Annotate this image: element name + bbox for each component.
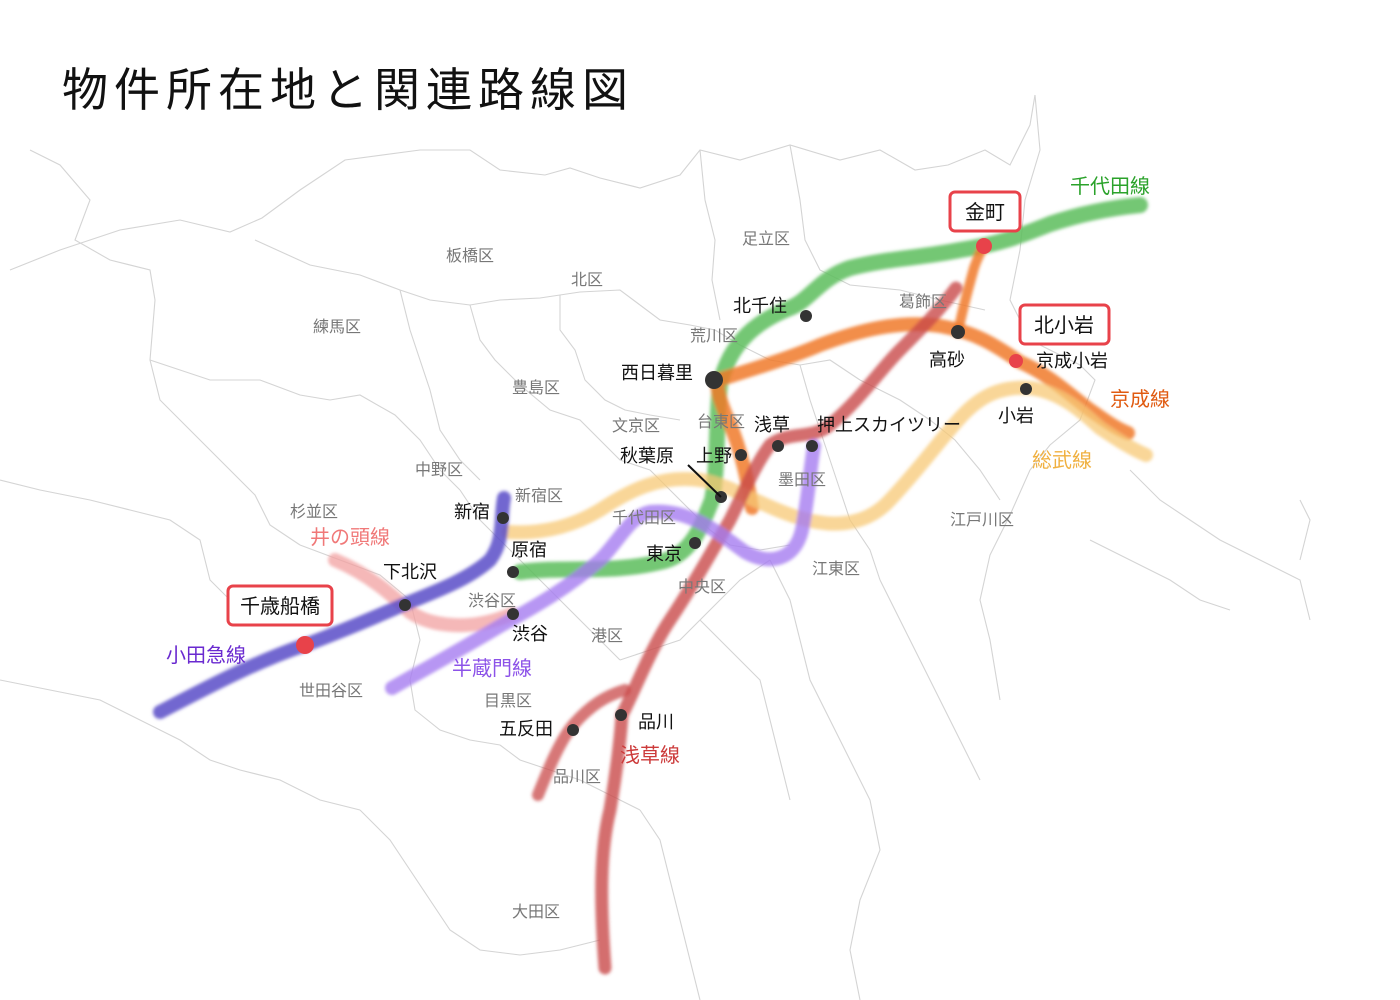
chitosefunabashi-label: 千歳船橋 bbox=[240, 594, 320, 618]
ward-shinagawa: 品川区 bbox=[553, 767, 601, 786]
ward-setagaya: 世田谷区 bbox=[299, 681, 363, 700]
chiyoda-line bbox=[512, 197, 1148, 580]
kanamachi-label: 金町 bbox=[965, 200, 1005, 224]
kanamachi-marker bbox=[976, 238, 992, 254]
station-shibuya: 渋谷 bbox=[512, 624, 548, 645]
rail-lines bbox=[153, 197, 1153, 975]
map-title: 物件所在地と関連路線図 bbox=[62, 63, 634, 117]
odakyu-line-label: 小田急線 bbox=[166, 643, 246, 667]
ward-nakano: 中野区 bbox=[415, 460, 463, 479]
station-labels: 北千住 西日暮里 高砂 京成小岩 小岩 浅草 押上スカイツリー 秋葉原 上野 新… bbox=[383, 296, 1108, 740]
ward-chiyoda: 千代田区 bbox=[612, 508, 676, 527]
hanzomon-line-label: 半蔵門線 bbox=[452, 656, 532, 680]
station-dot-shimokitazawa bbox=[399, 599, 411, 611]
ward-arakawa: 荒川区 bbox=[690, 326, 738, 345]
ward-kita: 北区 bbox=[571, 270, 603, 289]
station-kitasenju: 北千住 bbox=[733, 296, 787, 317]
ward-shinjuku: 新宿区 bbox=[515, 486, 563, 505]
hanzomon-line bbox=[385, 439, 821, 695]
ward-suginami: 杉並区 bbox=[290, 502, 338, 521]
station-shinjuku: 新宿 bbox=[454, 502, 490, 523]
sobu-line-label: 総武線 bbox=[1032, 448, 1092, 472]
station-ueno: 上野 bbox=[696, 446, 732, 467]
station-gotanda: 五反田 bbox=[499, 719, 553, 740]
ward-taito: 台東区 bbox=[697, 412, 745, 431]
station-dot-kitasenju bbox=[800, 310, 812, 322]
ward-shibuya: 渋谷区 bbox=[468, 591, 516, 610]
keisei-line-label: 京成線 bbox=[1110, 387, 1170, 411]
ward-koto: 江東区 bbox=[812, 559, 860, 578]
ward-meguro: 目黒区 bbox=[484, 691, 532, 710]
ward-bunkyo: 文京区 bbox=[612, 416, 660, 435]
inokashira-line bbox=[328, 553, 519, 633]
station-akihabara: 秋葉原 bbox=[620, 446, 674, 467]
station-dot-takasago bbox=[951, 325, 965, 339]
ward-chuo: 中央区 bbox=[678, 577, 726, 596]
asakusa-line bbox=[595, 281, 963, 975]
kitakoiwa-label: 北小岩 bbox=[1034, 313, 1094, 337]
keisei-line bbox=[710, 317, 1135, 515]
station-harajuku: 原宿 bbox=[511, 540, 547, 561]
station-dot-koiwa bbox=[1020, 383, 1032, 395]
ward-toshima: 豊島区 bbox=[512, 378, 560, 397]
station-tokyo: 東京 bbox=[646, 544, 682, 565]
ward-edogawa: 江戸川区 bbox=[950, 510, 1014, 529]
ward-ota: 大田区 bbox=[512, 902, 560, 921]
odakyu-line bbox=[153, 491, 511, 719]
chitosefunabashi-box bbox=[226, 584, 334, 627]
property-station-labels: 金町 北小岩 千歳船橋 bbox=[226, 190, 1111, 627]
station-dot-shinjuku bbox=[497, 512, 509, 524]
ward-itabashi: 板橋区 bbox=[446, 246, 494, 265]
ward-labels: 足立区 板橋区 北区 練馬区 葛飾区 荒川区 豊島区 文京区 台東区 中野区 新… bbox=[290, 229, 1014, 921]
chitosefunabashi-marker bbox=[296, 636, 314, 654]
ward-minato: 港区 bbox=[591, 626, 623, 645]
station-shimokitazawa: 下北沢 bbox=[383, 562, 437, 583]
chiyoda-line-label: 千代田線 bbox=[1070, 174, 1150, 198]
station-dot-asakusa bbox=[772, 440, 784, 452]
station-dot-harajuku bbox=[507, 566, 519, 578]
kitakoiwa-marker bbox=[1009, 354, 1023, 368]
station-dot-shibuya bbox=[507, 608, 519, 620]
sobu-line bbox=[501, 380, 1153, 540]
station-dot-nishinippori bbox=[705, 371, 723, 389]
station-dot-shinagawa bbox=[615, 709, 627, 721]
line-labels: 千代田線 京成線 総武線 浅草線 半蔵門線 小田急線 井の頭線 bbox=[166, 174, 1170, 767]
kitakoiwa-box bbox=[1018, 303, 1111, 346]
property-station-dots bbox=[296, 238, 1023, 654]
station-dot-gotanda bbox=[567, 724, 579, 736]
ward-nerima: 練馬区 bbox=[313, 317, 361, 336]
inokashira-line-label: 井の頭線 bbox=[310, 525, 390, 549]
station-dot-oshiage bbox=[806, 440, 818, 452]
ward-adachi: 足立区 bbox=[742, 229, 790, 248]
station-takasago: 高砂 bbox=[929, 350, 965, 371]
asakusa-line-label: 浅草線 bbox=[620, 743, 680, 767]
station-dots bbox=[399, 310, 1032, 736]
station-koiwa: 小岩 bbox=[998, 406, 1034, 427]
ward-sumida: 墨田区 bbox=[778, 470, 826, 489]
asakusa-branch bbox=[532, 684, 631, 801]
station-keisei-koiwa: 京成小岩 bbox=[1036, 351, 1108, 372]
station-dot-tokyo bbox=[689, 537, 701, 549]
station-oshiage: 押上スカイツリー bbox=[817, 415, 961, 436]
station-shinagawa: 品川 bbox=[638, 712, 674, 733]
station-asakusa: 浅草 bbox=[754, 415, 790, 436]
station-dot-ueno bbox=[735, 449, 747, 461]
station-nishinippori: 西日暮里 bbox=[621, 363, 693, 384]
ward-katsushika: 葛飾区 bbox=[899, 292, 947, 311]
kanamachi-box bbox=[948, 190, 1022, 233]
akihabara-pointer bbox=[687, 464, 722, 498]
